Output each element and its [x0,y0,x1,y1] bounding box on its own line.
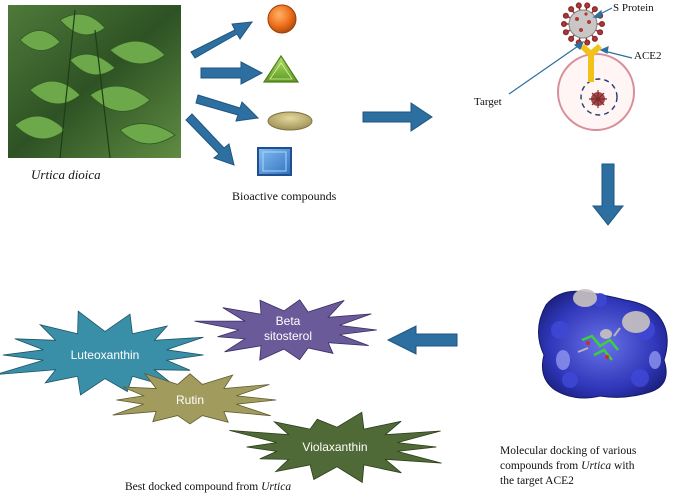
s-protein-label: S Protein [613,2,654,14]
virus-icon [560,2,606,46]
best-caption-prefix: Best docked compound from [125,481,262,493]
olive-ellipse-icon [267,111,313,131]
arrow-to-square [185,113,235,166]
best-docked-caption: Best docked compound from Urtica [125,480,291,495]
plant-photo [8,5,181,159]
docking-caption-line1: Molecular docking of various [500,445,637,457]
cell-icon [557,53,635,131]
plant-name-label: Urtica dioica [31,167,101,182]
arrow-to-circle [190,21,254,59]
docking-caption-line2-suffix: with [611,460,635,472]
arrow-to-best [386,325,458,355]
arrow-to-virus [362,102,433,132]
violaxanthin-label: Violaxanthin [302,440,368,454]
rutin-label: Rutin [175,393,204,407]
best-caption-italic: Urtica [261,481,292,493]
docking-caption-line3: the target ACE2 [500,475,574,487]
green-triangle-icon [262,54,300,83]
arrow-to-protein [591,163,625,226]
docking-caption-line2-prefix: compounds from [500,460,582,472]
ace2-label: ACE2 [634,50,662,62]
protein-structure [538,289,668,399]
luteoxanthin-label: Luteoxanthin [70,348,140,362]
arrow-to-triangle [200,61,264,85]
star-violaxanthin [229,411,442,484]
target-label: Target [474,96,502,108]
star-luteoxanthin [0,310,204,396]
beta-sitosterol-label: Beta sitosterol [248,314,328,344]
star-rutin [112,372,277,425]
arrow-to-ellipse [195,94,260,122]
docking-caption: Molecular docking of various compounds f… [500,444,680,489]
docking-caption-line2-italic: Urtica [581,460,612,472]
bioactive-compounds-label: Bioactive compounds [232,189,337,203]
target-pointer [508,43,582,95]
orange-circle-icon [267,4,297,34]
ace2-pointer [603,50,633,59]
beta-line1: Beta [275,314,301,328]
star-beta-sitosterol [194,299,377,361]
beta-line2: sitosterol [263,329,313,343]
inner-virus-icon [589,90,607,108]
ace2-receptor [580,44,602,82]
docking-caption-line2: compounds from Urtica with [500,459,680,474]
